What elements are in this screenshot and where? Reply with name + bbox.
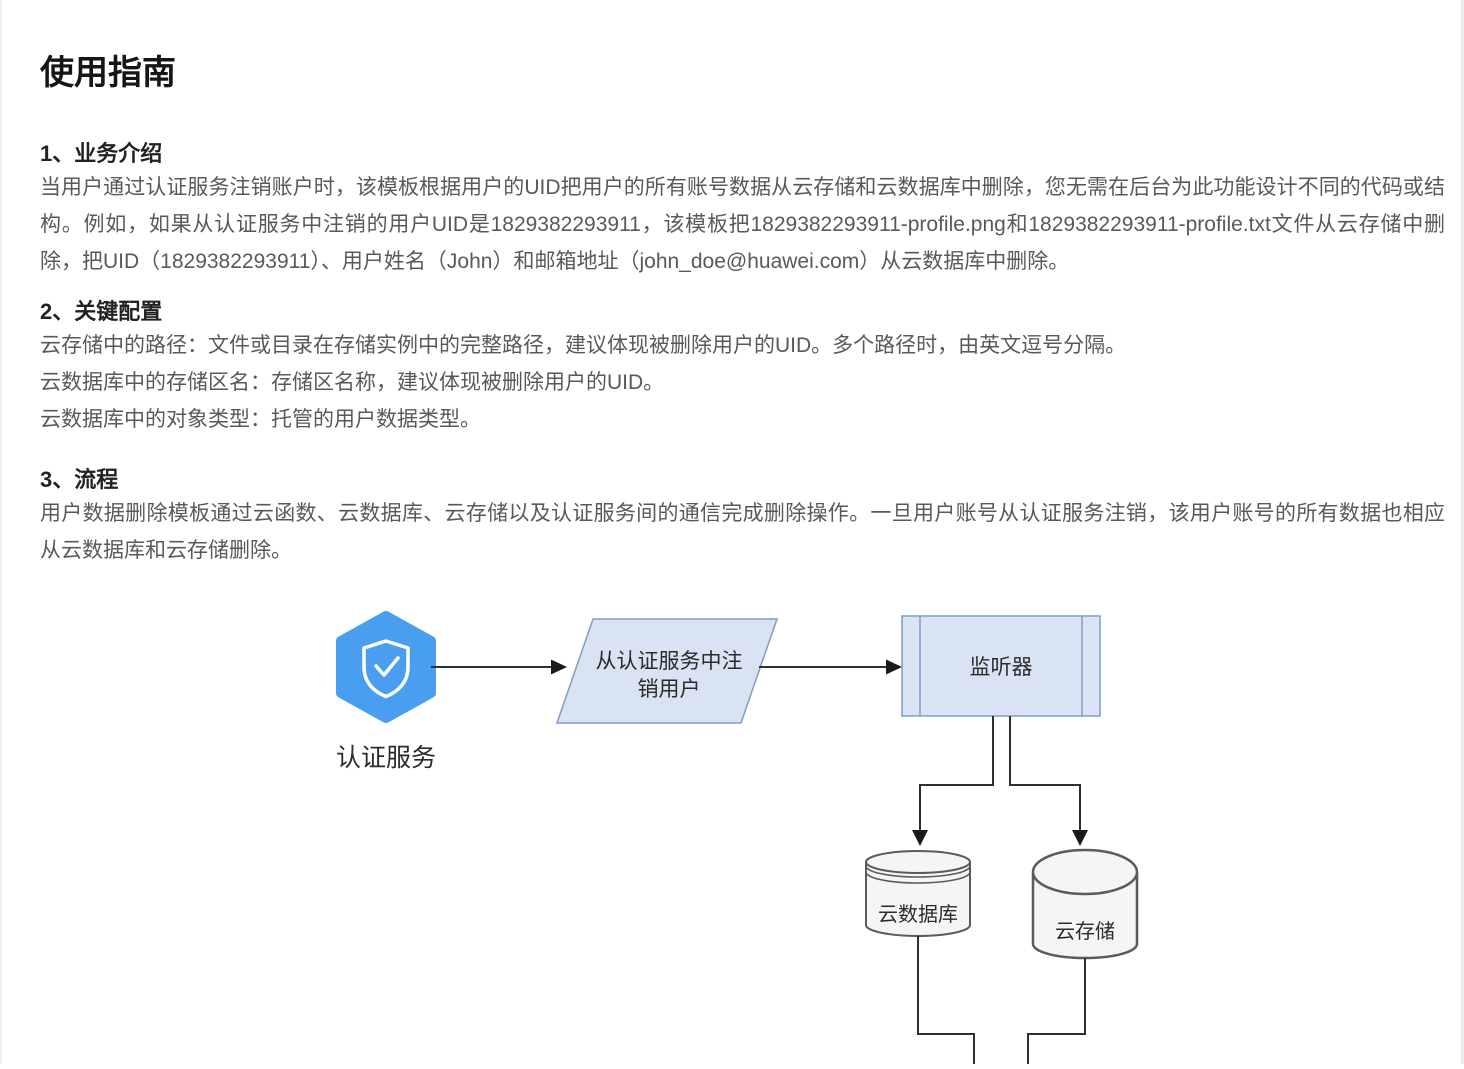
arrow-listener-to-clouddb (912, 716, 994, 846)
doc-content: 使用指南 1、业务介绍 当用户通过认证服务注销账户时，该模板根据用户的UID把用… (40, 0, 1445, 569)
section-3-body: 用户数据删除模板通过云函数、云数据库、云存储以及认证服务间的通信完成删除操作。一… (40, 502, 1445, 562)
listener-shape: 监听器 (901, 615, 1101, 717)
page-right-edge (1461, 0, 1464, 1064)
connector-storage-down (1027, 958, 1086, 1064)
listener-label: 监听器 (970, 655, 1033, 679)
arrow-listener-to-storage (1009, 716, 1088, 846)
deregister-step-shape: 从认证服务中注 销用户 (555, 618, 779, 724)
arrow-auth-to-deregister (431, 659, 567, 675)
arrow-deregister-to-listener (759, 659, 902, 675)
page-title: 使用指南 (40, 54, 176, 92)
section-1-body: 当用户通过认证服务注销账户时，该模板根据用户的UID把用户的所有账号数据从云存储… (40, 176, 1445, 273)
auth-service-label: 认证服务 (336, 743, 436, 772)
cloud-db-label: 云数据库 (878, 902, 958, 926)
flow-diagram: 认证服务 从认证服务中注 销用户 监听器 (0, 600, 1464, 1069)
cloud-db-shape: 云数据库 (865, 850, 971, 937)
section-3-heading: 3、流程 (40, 467, 119, 492)
config-line-object-type: 云数据库中的对象类型：托管的用户数据类型。 (40, 408, 481, 431)
section-1-heading: 1、业务介绍 (40, 141, 163, 166)
config-line-zone-name: 云数据库中的存储区名：存储区名称，建议体现被删除用户的UID。 (40, 371, 665, 394)
auth-service-shield-icon (336, 611, 436, 723)
cloud-storage-shape: 云存储 (1031, 848, 1139, 960)
section-2-heading: 2、关键配置 (40, 299, 163, 324)
page-left-edge (0, 0, 2, 1064)
config-line-storage-path: 云存储中的路径：文件或目录在存储实例中的完整路径，建议体现被删除用户的UID。多… (40, 334, 1127, 357)
deregister-step-label-line1: 从认证服务中注 (596, 649, 743, 673)
cloud-storage-label: 云存储 (1055, 919, 1115, 943)
section-2-body: 云存储中的路径：文件或目录在存储实例中的完整路径，建议体现被删除用户的UID。多… (40, 327, 1445, 438)
deregister-step-label-line2: 销用户 (638, 677, 701, 701)
connector-clouddb-down (917, 936, 975, 1064)
